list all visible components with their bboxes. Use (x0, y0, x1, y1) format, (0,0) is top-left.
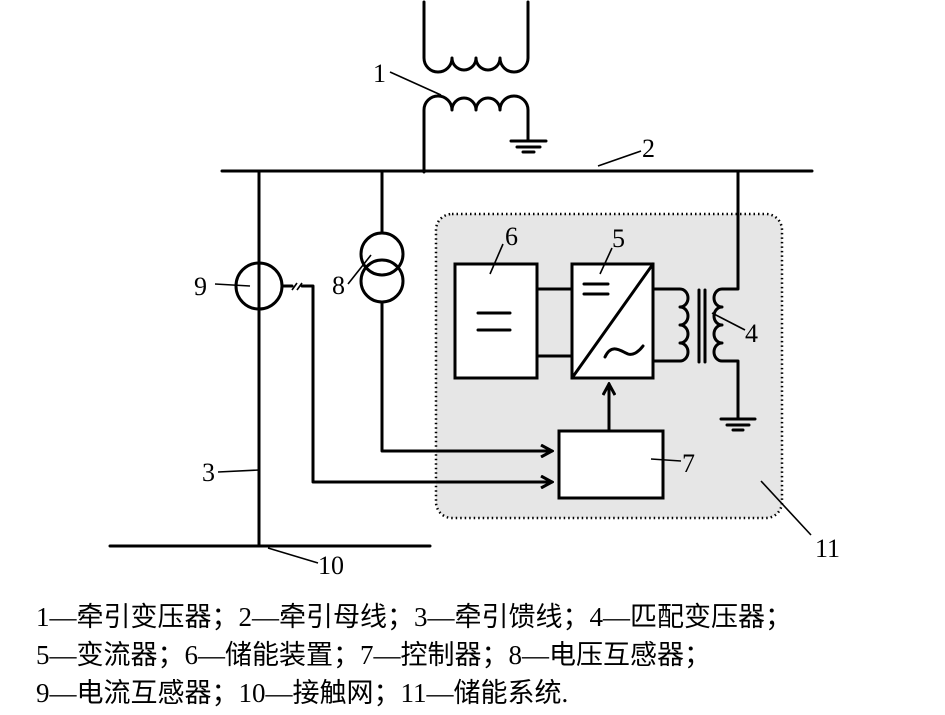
leader-line-6 (489, 243, 504, 275)
label-11: 11 (815, 534, 840, 563)
current-signal-line (300, 284, 552, 482)
figure-legend: 1—牵引变压器；2—牵引母线；3—牵引馈线；4—匹配变压器； 5—变流器；6—储… (36, 598, 792, 712)
transformer-secondary-winding (422, 94, 530, 174)
label-6: 6 (505, 222, 518, 251)
legend-line-3: 9—电流互感器；10—接触网；11—储能系统. (36, 678, 569, 708)
label-2: 2 (642, 134, 655, 163)
leader-line-2 (597, 150, 642, 167)
controller (557, 384, 665, 500)
leader-line-5 (599, 247, 613, 275)
circuit-diagram: 1 2 3 10 9 8 6 (108, 0, 840, 580)
leader-line-7 (650, 458, 682, 462)
leader-line-10 (267, 547, 319, 564)
energy-storage-device (453, 262, 539, 380)
label-4: 4 (745, 319, 758, 348)
label-1: 1 (373, 59, 386, 88)
label-7: 7 (682, 449, 695, 478)
current-transformer (234, 261, 552, 482)
label-9: 9 (194, 272, 207, 301)
leader-line-9 (214, 283, 251, 287)
legend-line-1: 1—牵引变压器；2—牵引母线；3—牵引馈线；4—匹配变压器； (36, 602, 792, 632)
matching-transformer (651, 169, 757, 432)
leader-line-11 (760, 480, 812, 536)
leader-line-4 (711, 312, 746, 331)
label-3: 3 (202, 458, 215, 487)
traction-transformer (422, 0, 548, 174)
leader-line-3 (217, 469, 260, 473)
legend-line-2: 5—变流器；6—储能装置；7—控制器；8—电压互感器； (36, 640, 711, 670)
ground-icon (719, 417, 757, 432)
label-8: 8 (332, 271, 345, 300)
leader-line-1 (389, 71, 442, 96)
leader-line-8 (347, 254, 372, 285)
ground-icon (509, 139, 548, 154)
voltage-transformer (359, 169, 552, 451)
transformer-primary-winding (422, 0, 530, 74)
label-10: 10 (318, 551, 344, 580)
label-5: 5 (612, 224, 625, 253)
voltage-signal-line (380, 300, 552, 451)
converter (570, 262, 655, 380)
